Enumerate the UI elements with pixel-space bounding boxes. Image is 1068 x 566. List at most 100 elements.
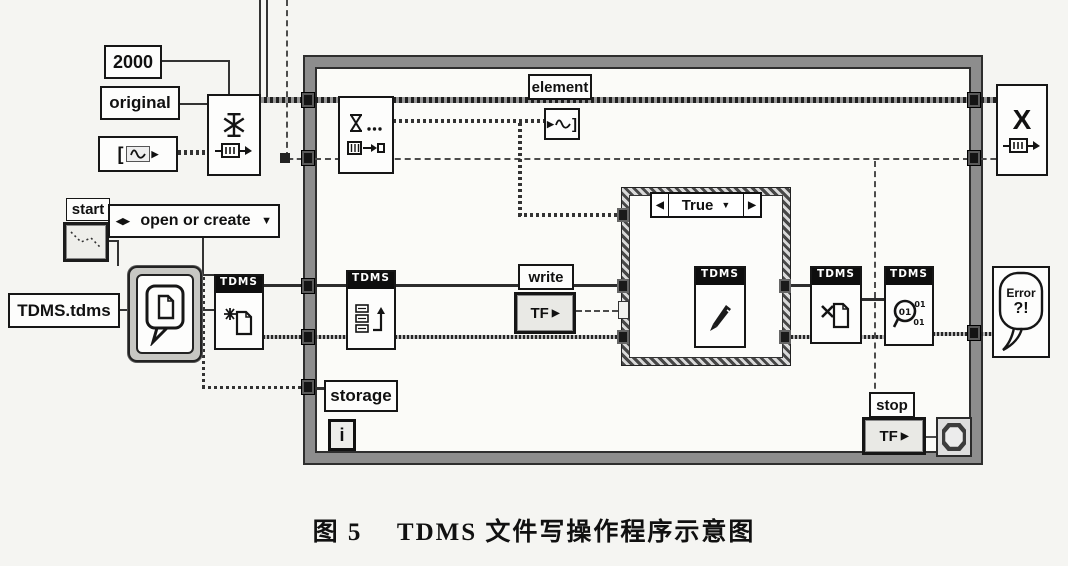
release-queue-function[interactable]: X [996,84,1048,176]
case-prev-icon[interactable]: ◀ [656,199,664,211]
file-path-constant[interactable]: TDMS.tdms [8,293,120,328]
waveform-array-constant[interactable]: [ ▶ [98,136,178,172]
start-control[interactable] [63,222,109,262]
wire [228,60,230,96]
open-mode-enum[interactable]: ◀▶ open or create ▼ [108,204,280,238]
obtain-queue-function[interactable] [207,94,261,176]
queue-wire [258,97,304,103]
queue-name-constant[interactable]: original [100,86,180,120]
error-punct: ?! [1013,300,1029,317]
start-control-glyph [70,231,102,249]
file-wire [315,284,347,287]
tunnel-error-out [967,150,981,166]
tdms-write-function[interactable]: TDMS [694,266,746,348]
tunnel-storage [301,379,315,395]
error-wire [315,158,969,160]
tdms-file-viewer-function[interactable]: TDMS 01 01 01 [884,266,934,346]
write-bool-wire [576,310,618,312]
queue-icon [1003,137,1040,153]
case-next-icon[interactable]: ▶ [748,199,756,211]
iteration-terminal: i [328,419,356,451]
hourglass-icon [350,114,382,132]
tdms-open-icon [224,307,253,335]
queue-size-constant[interactable]: 2000 [104,45,162,79]
wire [201,309,215,311]
figure-title: TDMS 文件写操作程序示意图 [396,519,756,546]
tunnel-error-in [301,150,315,166]
indicator-arrow-icon: ▶ [547,118,554,129]
error-wire [263,335,304,339]
element-wire [518,121,522,216]
element-label: element [528,74,592,100]
enum-dropdown-icon[interactable]: ▼ [261,215,272,227]
dequeue-element-function[interactable] [338,96,394,174]
tdms-file-viewer-header: TDMS [886,268,932,285]
queue-wire [981,97,996,103]
wire [202,237,204,276]
file-wire [263,284,304,287]
viewer-magnifier-icon: 01 01 01 [892,299,926,328]
loop-condition-terminal[interactable] [936,417,972,457]
error-handler-vi[interactable]: Error ?! [992,266,1050,358]
figure-number: 图 5 [312,519,363,546]
figure-caption: 图 5 TDMS 文件写操作程序示意图 [0,512,1068,548]
file-dialog-body [136,274,194,354]
error-wire [395,335,619,339]
viewer-bits-2: 01 [914,300,926,309]
tunnel-file-in [301,278,315,294]
error-text: Error [1006,286,1036,300]
tdms-set-properties-function[interactable]: TDMS [346,270,396,350]
tunnel-queue-out [967,92,981,108]
case-dropdown-icon[interactable]: ▼ [721,200,731,210]
tunnel-queue-in [301,92,315,108]
error-wire [315,335,347,339]
error-wire [288,158,302,160]
stop-bool-wire [925,436,937,438]
file-wire [860,298,886,301]
case-selector[interactable]: ◀ True ▼ ▶ [650,192,762,218]
viewer-bits-1: 01 [899,308,912,318]
element-indicator[interactable]: ▶ ] [544,108,580,140]
dequeue-icon [347,141,385,155]
iteration-i: i [339,424,345,445]
close-file-icon [821,302,850,328]
tdms-close-function[interactable]: TDMS [810,266,862,344]
error-wire [791,335,811,339]
enum-arrows-icon[interactable]: ◀▶ [116,215,130,226]
file-dialog-icon [145,284,185,346]
queue-wire-offscreen [259,0,268,101]
viewer-bits-3: 01 [913,318,925,327]
case-selector-label: True [681,196,714,214]
queue-icon [215,142,252,158]
error-bubble-icon [998,271,1044,352]
case-tunnel-file-out [779,279,791,293]
stop-label: stop [869,392,915,418]
case-tunnel-file-in [617,279,629,293]
waveform-wire [178,150,207,155]
stop-boolean-control[interactable]: TF ▶ [862,417,926,455]
wire-junction [280,153,290,163]
tdms-open-function[interactable]: TDMS [214,274,264,350]
wire [202,386,303,389]
terminal-arrow-icon: ▶ [900,430,909,442]
write-tf-value: TF [530,304,549,322]
wire [202,276,205,388]
properties-list-icon [355,303,385,333]
stop-bool-wire [874,161,876,419]
tdms-open-header: TDMS [216,276,262,293]
tunnel-error2-out [967,325,981,341]
error-wire-offscreen [286,0,288,158]
case-tunnel-error-in [617,330,629,344]
array-bracket: ] [571,115,577,133]
queue-wire [393,97,969,103]
waveform-icon [125,146,150,162]
wire [120,309,130,311]
start-label: start [66,198,110,221]
release-x-glyph: X [1012,103,1032,135]
write-boolean-control[interactable]: TF ▶ [514,292,576,334]
write-label: write [518,264,574,290]
file-dialog-vi[interactable] [128,266,202,362]
stop-sign-icon [942,423,966,451]
tdms-set-properties-header: TDMS [348,272,394,289]
